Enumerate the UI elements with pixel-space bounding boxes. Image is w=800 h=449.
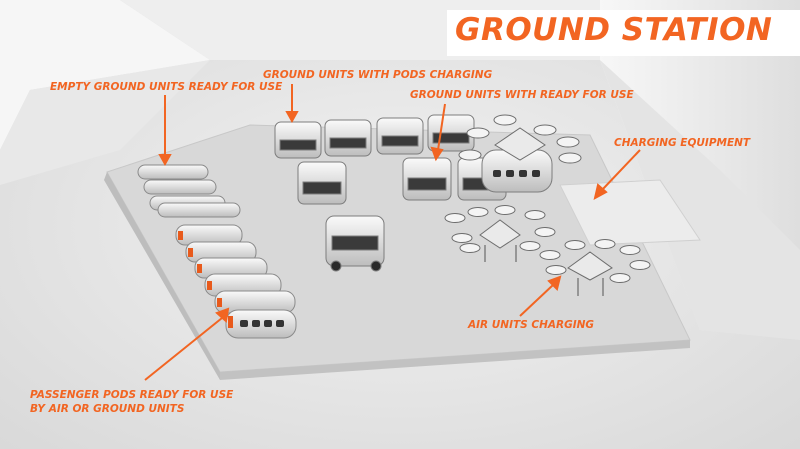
empty-ground-units — [137, 164, 241, 218]
right-ramp — [600, 60, 800, 340]
callout-arrows — [144, 84, 641, 381]
passenger-pods — [175, 224, 297, 339]
air-units — [444, 114, 651, 296]
arrow-ready-for-use — [437, 103, 446, 151]
ground-unit — [324, 119, 372, 157]
air-unit — [539, 239, 651, 296]
callout-pods-charging: GROUND UNITS WITH PODS CHARGING — [263, 69, 493, 81]
back-wall-left — [0, 0, 210, 150]
callout-empty-ground-units: EMPTY GROUND UNITS READY FOR USE — [50, 81, 283, 93]
platform-side — [104, 172, 220, 380]
callout-passenger-pods-line1: PASSENGER PODS READY FOR USE — [30, 389, 234, 401]
air-unit — [444, 205, 556, 262]
ground-unit — [376, 117, 424, 155]
ground-unit — [274, 121, 322, 159]
arrow-air-units-charging — [519, 284, 554, 317]
arrow-passenger-pods — [144, 317, 223, 381]
callout-air-units-charging: AIR UNITS CHARGING — [468, 319, 595, 331]
empty-ground-unit — [137, 164, 209, 180]
empty-ground-unit — [143, 179, 217, 195]
ground-unit — [325, 215, 385, 272]
arrow-charging-equipment — [601, 149, 641, 191]
air-unit — [458, 114, 582, 164]
platform-front — [220, 340, 690, 380]
page-title: GROUND STATION — [455, 12, 773, 48]
left-ledge — [0, 60, 210, 185]
empty-ground-unit — [157, 202, 241, 218]
ground-unit — [402, 157, 452, 201]
callout-ready-for-use: GROUND UNITS WITH READY FOR USE — [410, 89, 634, 101]
callout-passenger-pods-line2: BY AIR OR GROUND UNITS — [30, 403, 185, 415]
passenger-pod — [225, 309, 297, 339]
callout-charging-equipment: CHARGING EQUIPMENT — [614, 137, 751, 149]
ground-unit — [297, 161, 347, 205]
title-banner — [447, 10, 800, 56]
callout-passenger-pods: PASSENGER PODS READY FOR USE BY AIR OR G… — [30, 388, 233, 416]
